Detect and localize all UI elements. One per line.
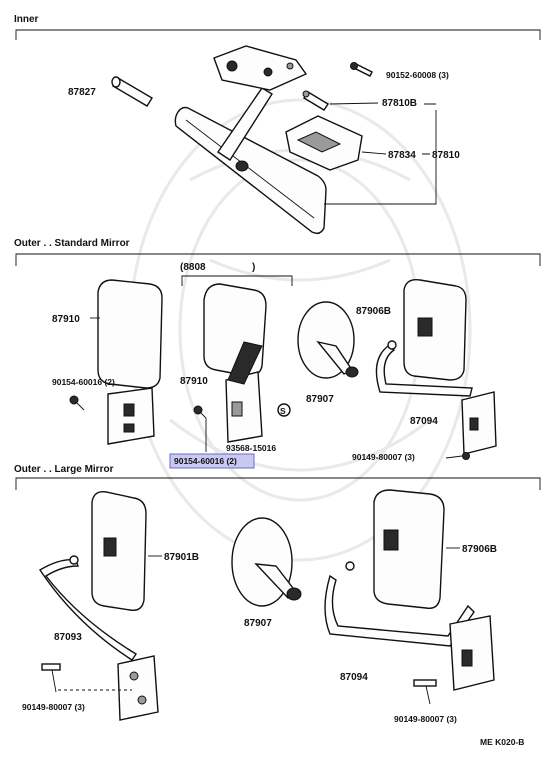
label-93568: 93568-15016 [226, 443, 276, 453]
label-90149-large-right: 90149-80007 (3) [394, 714, 457, 724]
label-87094-std: 87094 [410, 416, 438, 427]
large-mirror-section: Outer . . Large Mirror 87901B 87093 9014… [14, 464, 541, 724]
inner-section: Inner 87827 90152-60008 (3) [14, 14, 541, 235]
standard-left-mirror [97, 279, 163, 445]
part-87810b-pin [302, 90, 329, 111]
label-87827: 87827 [68, 87, 96, 98]
label-8808: (8808 [180, 262, 206, 273]
bolt-left [69, 395, 85, 411]
label-87906b-std: 87906B [356, 306, 391, 317]
label-87810: 87810 [432, 150, 460, 161]
bolt-mid [193, 405, 207, 452]
label-90149-large-left: 90149-80007 (3) [22, 702, 85, 712]
label-90149-std: 90149-80007 (3) [352, 452, 415, 462]
label-87910-mid: 87910 [180, 376, 208, 387]
bolt-right-large [413, 679, 437, 705]
section-title-inner: Inner [14, 14, 39, 25]
large-right-mirror [324, 489, 495, 691]
label-90154-left: 90154-60016 (2) [52, 377, 115, 387]
label-87907-std: 87907 [306, 394, 334, 405]
standard-mirror-section: Outer . . Standard Mirror (8808 ) 87910 … [14, 238, 541, 469]
inner-mirror [174, 106, 327, 235]
label-87906b-large: 87906B [462, 544, 497, 555]
section-title-standard: Outer . . Standard Mirror [14, 238, 130, 249]
large-left-mirror [39, 491, 159, 721]
label-87907-large: 87907 [244, 618, 272, 629]
large-round-mirror [231, 517, 302, 607]
part-87834-bracket [285, 115, 363, 171]
bolt-right-std [445, 452, 470, 460]
label-87093: 87093 [54, 632, 82, 643]
section-title-large: Outer . . Large Mirror [14, 464, 114, 475]
label-8808-close: ) [252, 262, 255, 273]
washer-symbol: S [280, 406, 286, 416]
standard-right-mirror [375, 279, 497, 455]
bolt-left-large [41, 663, 132, 693]
label-87834: 87834 [388, 150, 416, 161]
label-90152: 90152-60008 (3) [386, 70, 449, 80]
label-87810b: 87810B [382, 98, 417, 109]
inner-mirror-stay [213, 45, 308, 172]
part-90152-screw [350, 62, 373, 77]
standard-round-mirror [297, 301, 359, 379]
diagram-code: ME K020-B [480, 737, 524, 747]
label-90154-highlight[interactable]: 90154-60016 (2) [174, 456, 237, 466]
label-87910-left: 87910 [52, 314, 80, 325]
highlight-90154[interactable]: 90154-60016 (2) [169, 453, 255, 469]
standard-mid-mirror [203, 283, 267, 443]
label-87094-large: 87094 [340, 672, 368, 683]
washer-s: S [277, 403, 291, 417]
label-87901b: 87901B [164, 552, 199, 563]
part-87827-rod [111, 76, 153, 107]
